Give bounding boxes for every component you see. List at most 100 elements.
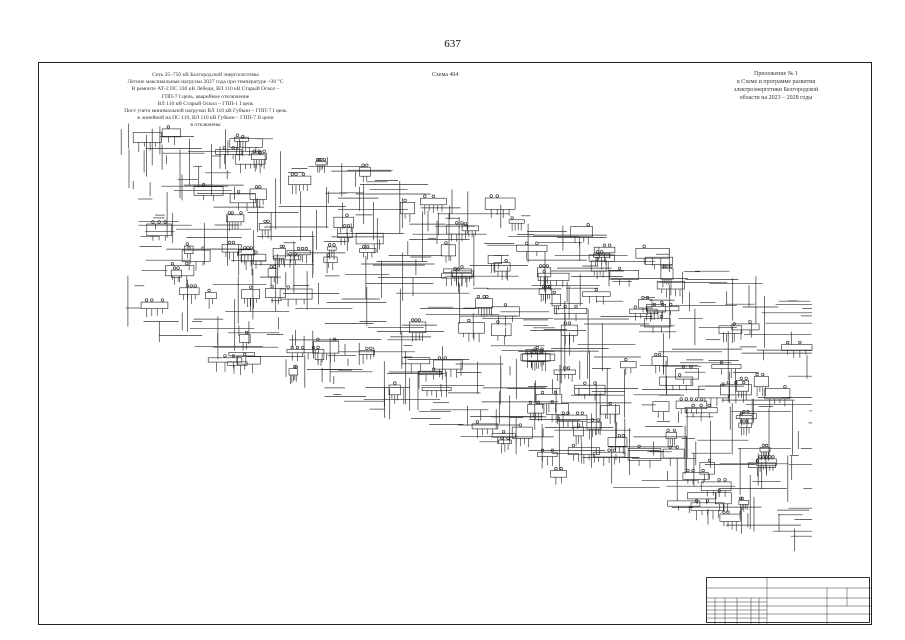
substation-bus [753, 376, 769, 387]
transformer-symbol [707, 403, 711, 408]
substation-node [527, 400, 545, 422]
transformer-symbol [254, 185, 259, 189]
substation-bus [687, 492, 717, 500]
substation-bus [388, 384, 401, 396]
substation-node [620, 358, 637, 375]
substation-node [675, 365, 699, 385]
substation-node [132, 132, 162, 152]
transformer-symbol [231, 146, 235, 150]
transformer-symbol [301, 345, 305, 350]
substation-bus [652, 401, 670, 412]
appendix-label: Приложение № 1 [754, 71, 798, 77]
transformer-symbol [151, 220, 155, 224]
transformer-symbol [414, 318, 418, 322]
transformer-symbol [362, 245, 366, 249]
substation-node [781, 340, 813, 358]
transformer-symbol [764, 455, 769, 459]
substation-bus [570, 226, 593, 238]
transformer-symbol [157, 220, 161, 224]
substation-bus [682, 472, 709, 480]
substation-node [711, 361, 742, 378]
substation-bus [323, 256, 338, 263]
transformer-symbol [540, 390, 545, 395]
transformer-symbol [563, 366, 567, 370]
substation-node [165, 262, 195, 285]
substation-bus [756, 458, 777, 466]
substation-node [627, 444, 662, 469]
transformer-symbol [369, 346, 373, 350]
substation-node [600, 401, 621, 424]
transformer-symbol [561, 411, 565, 415]
appendix-line: области на 2023 – 2028 годы [739, 95, 813, 101]
substation-bus [550, 470, 567, 478]
substation-node [337, 224, 353, 246]
substation-node [538, 284, 553, 304]
substation-node [323, 253, 338, 271]
substation-node [420, 194, 447, 215]
transformer-symbol [510, 216, 514, 220]
transformer-symbol [694, 397, 699, 401]
transformer-symbol [707, 458, 712, 463]
substation-bus [484, 197, 516, 210]
substation-node [690, 499, 725, 521]
transformer-symbol [758, 455, 762, 459]
substation-bus [731, 323, 760, 331]
transformer-symbol [553, 390, 558, 395]
transformer-symbol [262, 149, 266, 153]
transformer-symbol [542, 269, 546, 273]
transformer-symbol [545, 284, 550, 289]
transformer-symbol [160, 298, 165, 302]
substation-bus [420, 197, 447, 206]
transformer-symbol [742, 410, 746, 414]
substation-node [140, 298, 169, 318]
substation-bus [487, 255, 502, 264]
transformer-symbol [489, 194, 493, 198]
transformer-symbol [595, 250, 600, 254]
substation-node [441, 272, 473, 288]
substation-bus [239, 334, 251, 343]
substation-bus [226, 214, 245, 223]
substation-bus [738, 422, 752, 428]
substation-bus [401, 357, 431, 365]
substation-node [333, 213, 354, 235]
substation-bus [645, 306, 680, 312]
substation-bus [184, 245, 194, 254]
substation-bus [337, 227, 353, 238]
transformer-symbol [230, 211, 234, 215]
transformer-symbol [266, 219, 270, 223]
substation-node [756, 455, 777, 474]
substation-bus [399, 202, 415, 215]
substation-node [267, 265, 278, 286]
substation-node [446, 221, 468, 242]
substation-bus [421, 387, 452, 391]
substation-bus [781, 344, 813, 351]
transformer-symbol [675, 445, 679, 449]
transformer-symbol [689, 365, 693, 369]
substation-node [719, 510, 741, 532]
substation-bus [140, 301, 169, 309]
transformer-symbol [755, 459, 760, 463]
transformer-symbol [608, 401, 612, 406]
substation-node [560, 321, 578, 345]
substation-node [738, 496, 750, 514]
substation-node [458, 318, 485, 343]
substation-bus [458, 322, 485, 334]
substation-bus [327, 246, 337, 251]
transformer-symbol [742, 380, 746, 385]
substation-bus [508, 219, 525, 224]
substation-node [652, 401, 670, 421]
transformer-symbol [453, 267, 457, 271]
substation-bus [645, 256, 673, 265]
substation-bus [359, 248, 377, 253]
substation-bus [440, 244, 457, 257]
transformer-symbol [173, 266, 177, 270]
substation-node [279, 285, 313, 307]
transformer-symbol [460, 221, 464, 225]
substation-bus [179, 287, 200, 295]
transformer-symbol [495, 194, 499, 198]
grid-lines [120, 123, 812, 552]
substation-bus [714, 492, 732, 505]
transformer-symbol [500, 436, 504, 440]
transformer-symbol [608, 243, 612, 247]
transformer-symbol [726, 380, 730, 385]
